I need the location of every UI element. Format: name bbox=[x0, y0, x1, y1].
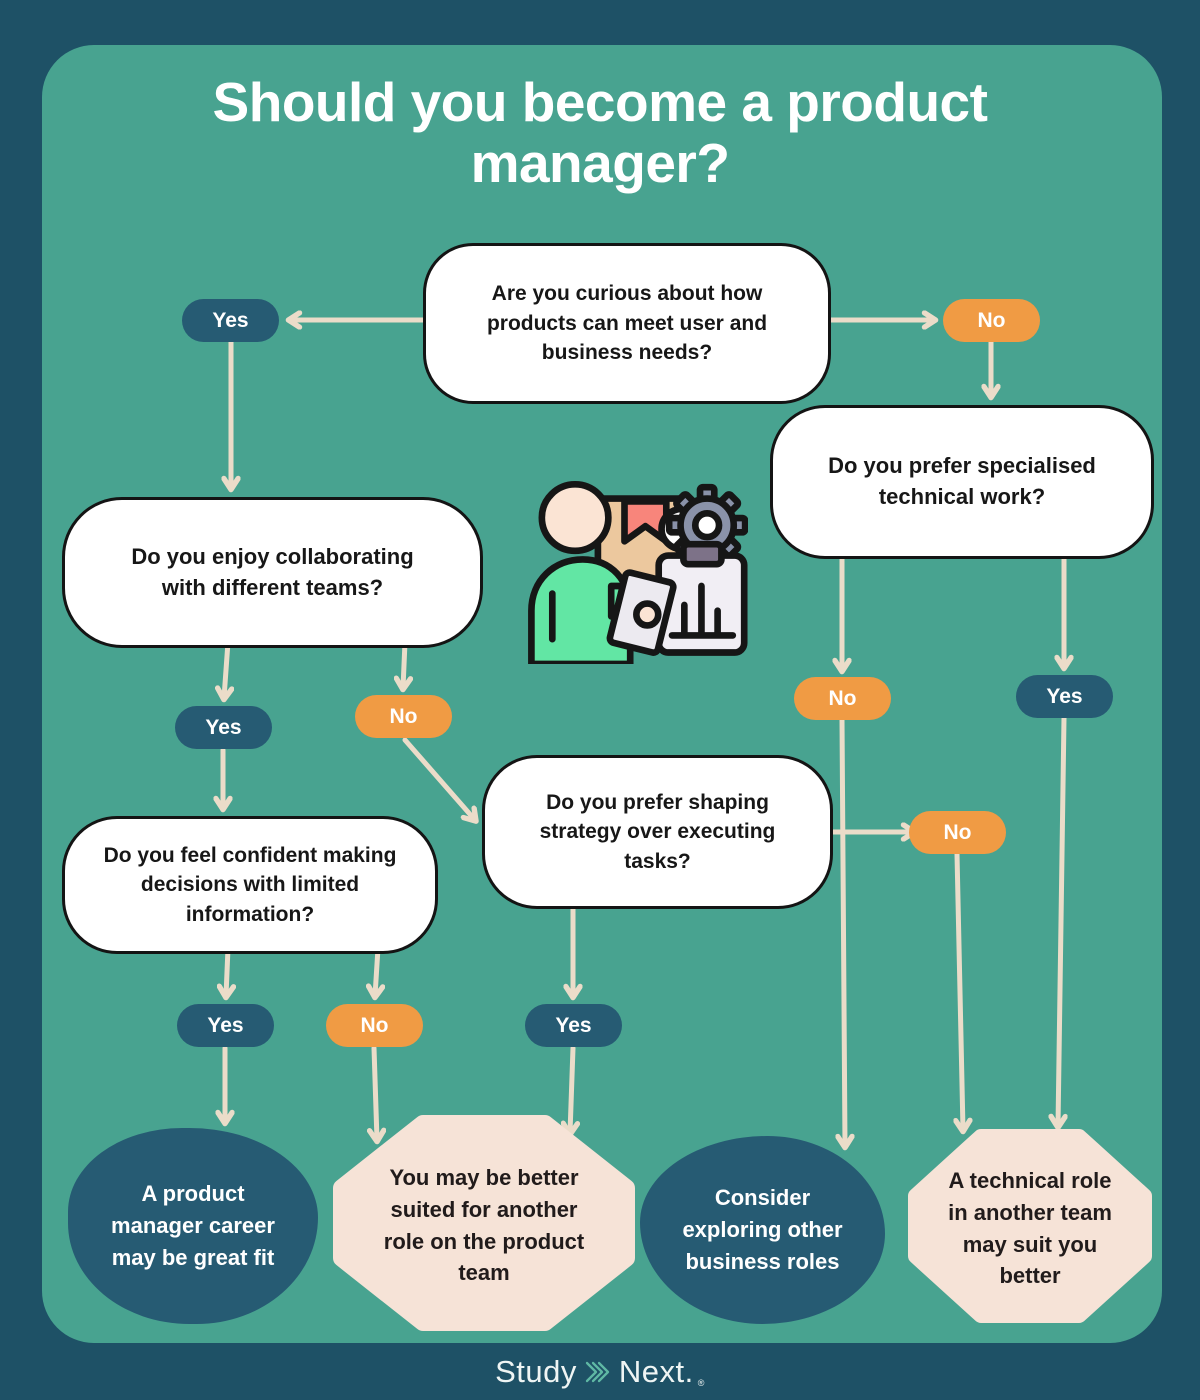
pill-q4-yes: Yes bbox=[177, 1004, 274, 1047]
pill-q4-no: No bbox=[326, 1004, 423, 1047]
brand-study: Study bbox=[495, 1354, 577, 1389]
arrow-q2-to-yes bbox=[224, 639, 228, 698]
arrow-q2-to-no bbox=[403, 639, 405, 688]
outcome-node-other-product-role: You may be better suited for another rol… bbox=[330, 1112, 638, 1339]
arrow-no3-to-outcome bbox=[842, 717, 845, 1146]
pill-q3-no: No bbox=[794, 677, 891, 720]
registered-mark: ® bbox=[697, 1378, 705, 1388]
pill-q1-no: No bbox=[943, 299, 1040, 342]
pill-q5-yes: Yes bbox=[525, 1004, 622, 1047]
pill-q1-yes: Yes bbox=[182, 299, 279, 342]
triple-chevron-right-icon bbox=[585, 1361, 610, 1383]
question-box-confidence: Do you feel confident making decisions w… bbox=[62, 816, 438, 954]
octagon-shape bbox=[333, 1115, 635, 1331]
brand-logo: Study Next. ® bbox=[0, 1347, 1200, 1397]
pill-q5-no: No bbox=[909, 811, 1006, 854]
question-box-curiosity: Are you curious about how products can m… bbox=[423, 243, 831, 404]
arrow-yes3-to-outcome bbox=[1058, 715, 1064, 1126]
octagon-shape bbox=[908, 1129, 1152, 1323]
hand bbox=[633, 600, 662, 629]
outcome-node-pm-fit: A product manager career may be great fi… bbox=[68, 1128, 318, 1324]
question-box-technical: Do you prefer specialised technical work… bbox=[770, 405, 1154, 559]
outcome-node-technical-role: A technical role in another team may sui… bbox=[905, 1126, 1155, 1331]
pill-q2-yes: Yes bbox=[175, 706, 272, 749]
arrow-yes6-to-outcome bbox=[570, 1045, 573, 1133]
arrow-no2-to-q5 bbox=[402, 737, 475, 820]
outcome-node-business-roles: Consider exploring other business roles bbox=[640, 1136, 885, 1324]
chart-clipboard-icon bbox=[655, 540, 748, 656]
arrow-q4-to-yes bbox=[226, 945, 228, 996]
arrow-no4-to-outcome bbox=[374, 1045, 377, 1140]
arrow-no5-to-outcome bbox=[957, 851, 963, 1130]
arrow-q4-to-no bbox=[375, 945, 378, 996]
pill-q3-yes: Yes bbox=[1016, 675, 1113, 718]
question-box-collaboration: Do you enjoy collaborating with differen… bbox=[62, 497, 483, 648]
product-manager-illustration bbox=[528, 481, 748, 664]
person-figure bbox=[528, 481, 677, 664]
page-title: Should you become a product manager? bbox=[212, 71, 988, 194]
brand-next: Next. bbox=[618, 1354, 694, 1389]
question-box-strategy: Do you prefer shaping strategy over exec… bbox=[482, 755, 833, 909]
pill-q2-no: No bbox=[355, 695, 452, 738]
